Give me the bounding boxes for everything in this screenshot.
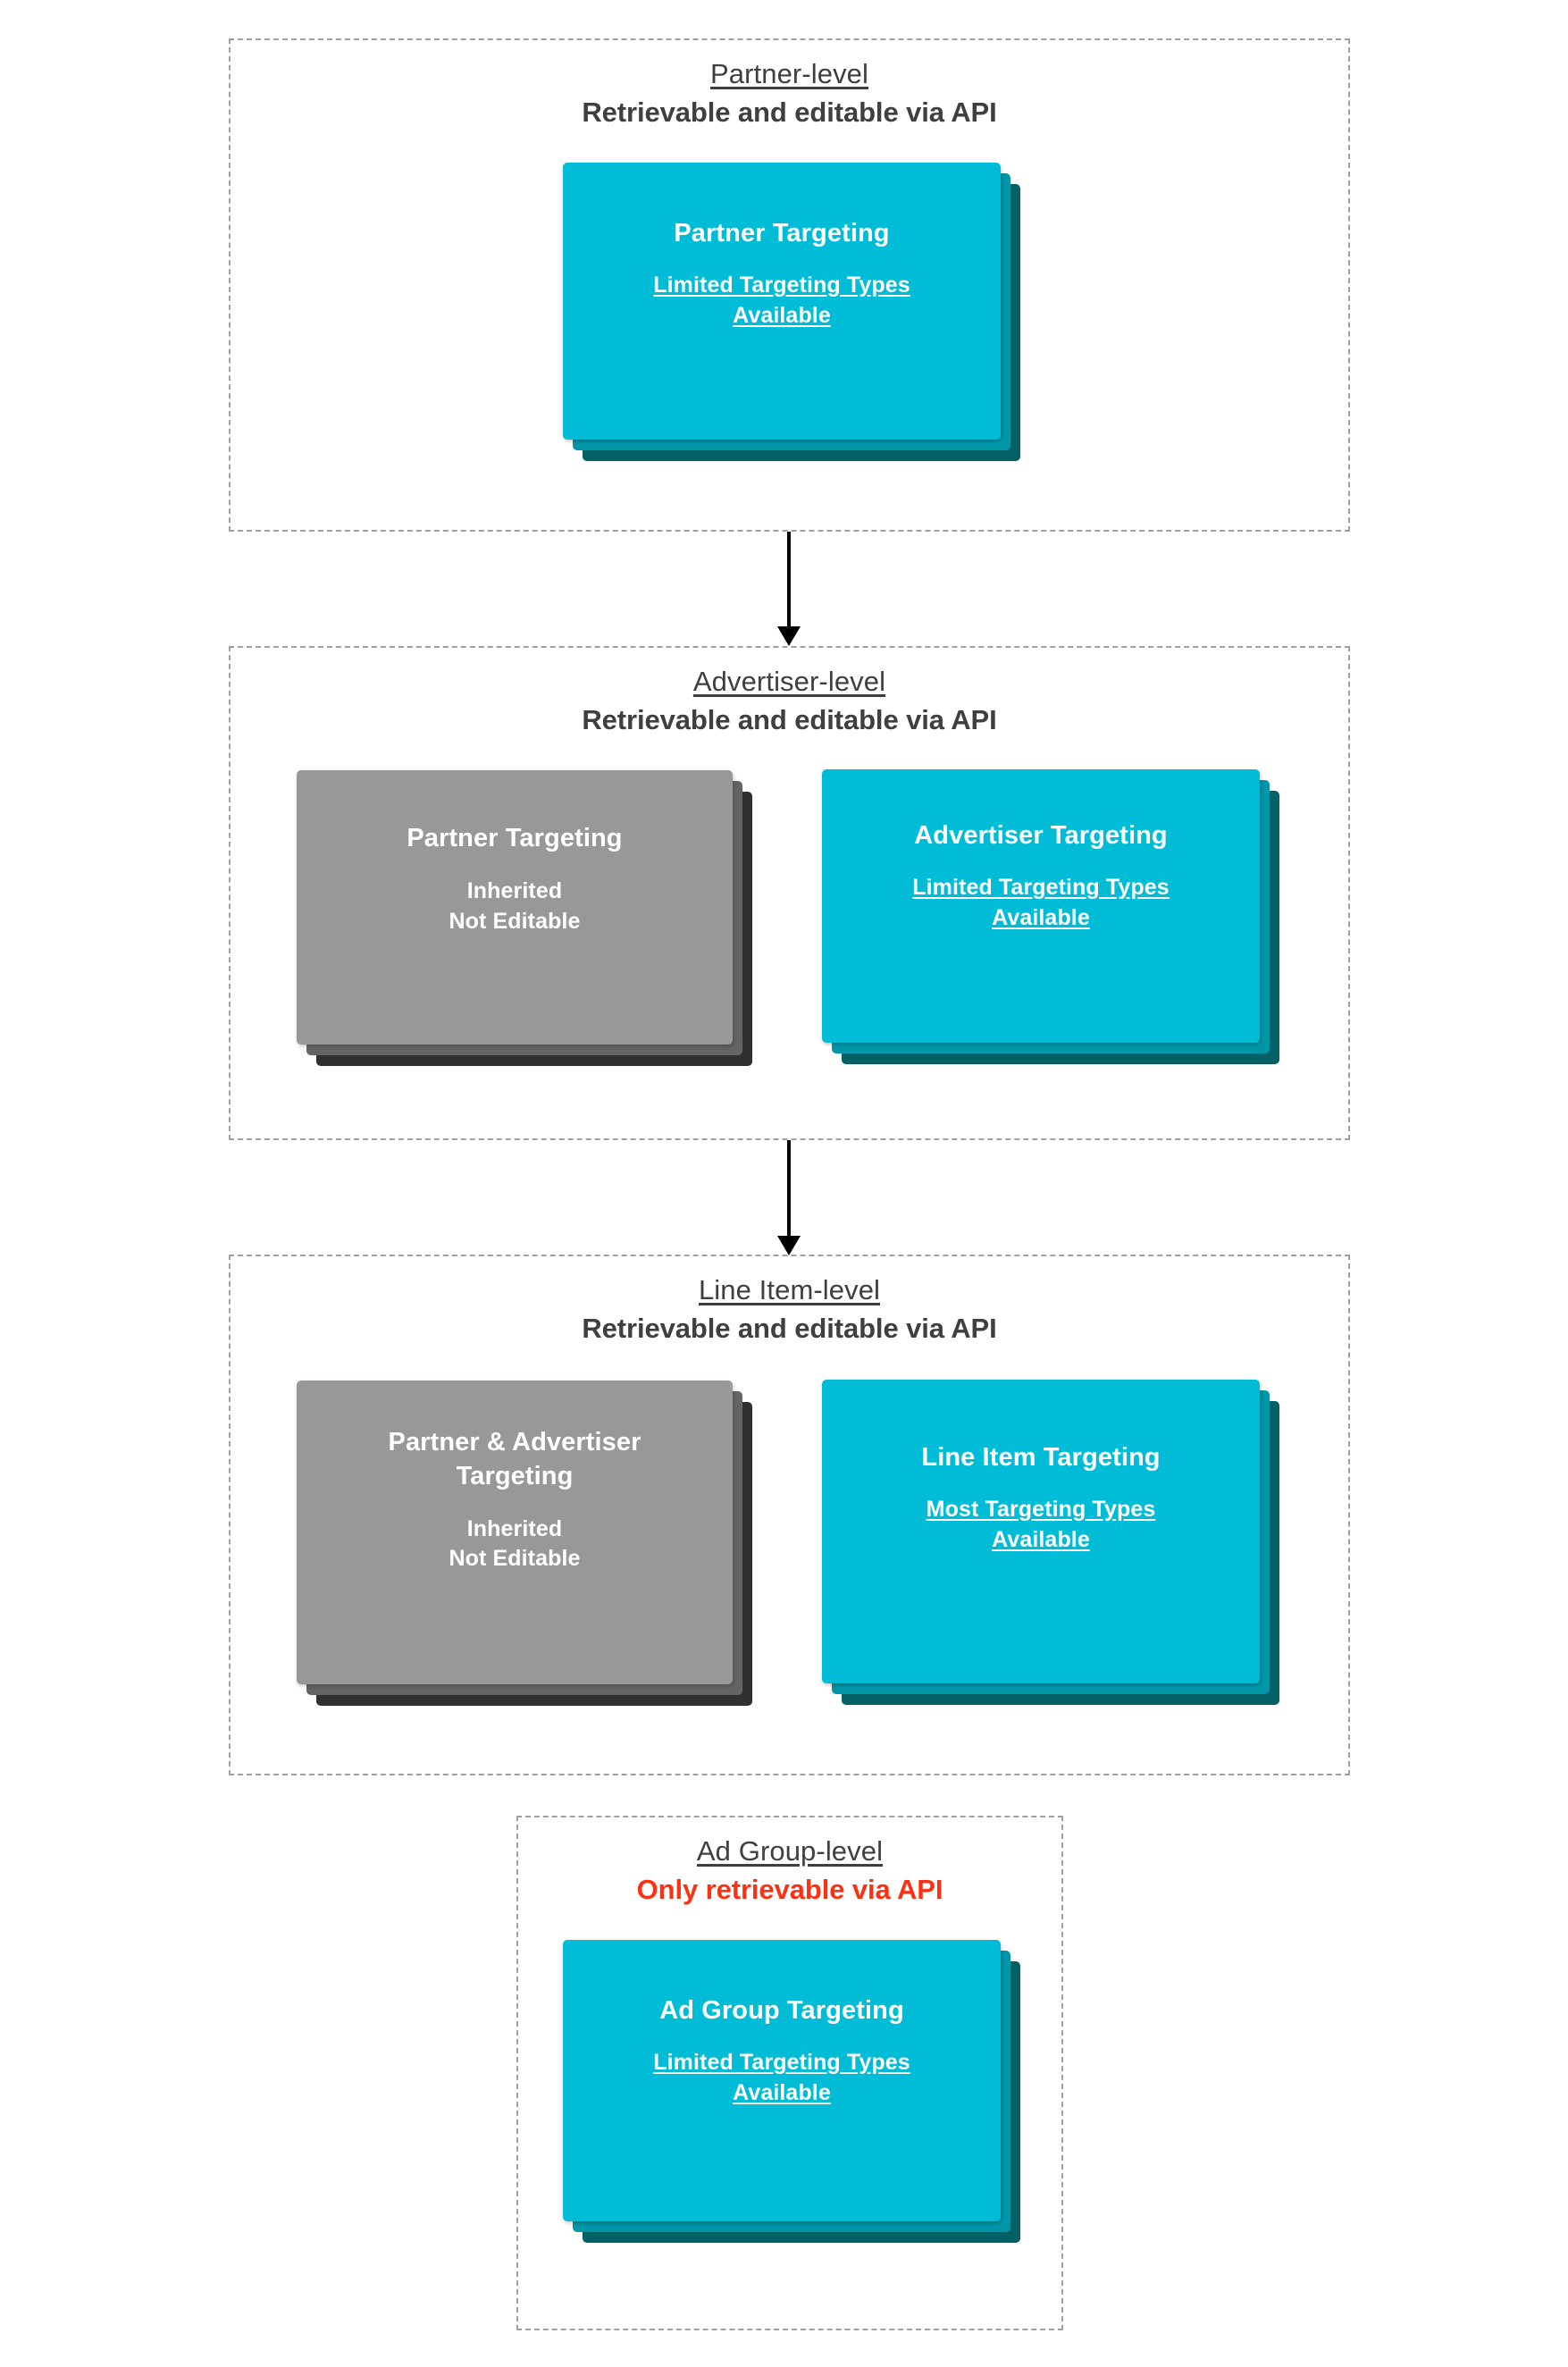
level-title-ad-group: Ad Group-level [696, 1835, 884, 1867]
level-box-advertiser: Advertiser-level Retrievable and editabl… [229, 646, 1350, 1140]
card-title: Partner & Advertiser Targeting [388, 1428, 641, 1491]
card-partner-targeting-inherited[interactable]: Partner Targeting Inherited Not Editable [297, 770, 752, 1066]
card-detail: Inherited Not Editable [449, 1515, 581, 1572]
level-title-advertiser: Advertiser-level [692, 666, 886, 697]
arrow-head-icon [777, 1236, 801, 1255]
card-title: Partner Targeting [407, 824, 623, 852]
card-detail: Inherited Not Editable [449, 878, 581, 935]
card-ad-group-targeting[interactable]: Ad Group Targeting Limited Targeting Typ… [563, 1940, 1020, 2243]
card-title: Line Item Targeting [921, 1443, 1161, 1472]
connector-advertiser-to-line-item [753, 1140, 825, 1255]
level-title-line-item: Line Item-level [698, 1274, 881, 1305]
card-face[interactable]: Partner Targeting Limited Targeting Type… [563, 163, 1001, 440]
card-detail: Limited Targeting Types Available [653, 2050, 910, 2106]
level-subtitle-partner: Retrievable and editable via API [582, 96, 997, 128]
card-face[interactable]: Line Item Targeting Most Targeting Types… [822, 1380, 1260, 1683]
arrow-shaft [787, 1140, 791, 1236]
level-box-line-item: Line Item-level Retrievable and editable… [229, 1255, 1350, 1775]
card-title: Ad Group Targeting [659, 1996, 904, 2025]
connector-partner-to-advertiser [753, 532, 825, 646]
level-subtitle-ad-group: Only retrievable via API [636, 1873, 943, 1905]
card-partner-targeting[interactable]: Partner Targeting Limited Targeting Type… [563, 163, 1020, 461]
card-detail: Limited Targeting Types Available [653, 273, 910, 329]
card-advertiser-targeting[interactable]: Advertiser Targeting Limited Targeting T… [822, 769, 1279, 1064]
card-title: Partner Targeting [674, 219, 890, 248]
level-box-partner: Partner-level Retrievable and editable v… [229, 38, 1350, 532]
card-detail: Most Targeting Types Available [926, 1497, 1156, 1553]
level-title-partner: Partner-level [709, 58, 869, 89]
level-subtitle-advertiser: Retrievable and editable via API [582, 703, 997, 735]
level-header-advertiser: Advertiser-level Retrievable and editabl… [231, 665, 1348, 738]
card-face[interactable]: Ad Group Targeting Limited Targeting Typ… [563, 1940, 1001, 2221]
card-face[interactable]: Advertiser Targeting Limited Targeting T… [822, 769, 1260, 1043]
level-header-line-item: Line Item-level Retrievable and editable… [231, 1273, 1348, 1347]
arrow-head-icon [777, 626, 801, 646]
card-title: Advertiser Targeting [914, 821, 1168, 850]
level-header-partner: Partner-level Retrievable and editable v… [231, 57, 1348, 130]
card-face[interactable]: Partner & Advertiser Targeting Inherited… [297, 1381, 733, 1684]
card-line-item-targeting[interactable]: Line Item Targeting Most Targeting Types… [822, 1380, 1279, 1705]
level-box-ad-group: Ad Group-level Only retrievable via API … [516, 1816, 1063, 2330]
card-detail: Limited Targeting Types Available [912, 875, 1170, 931]
level-header-ad-group: Ad Group-level Only retrievable via API [518, 1834, 1061, 1908]
level-subtitle-line-item: Retrievable and editable via API [582, 1312, 997, 1344]
card-face[interactable]: Partner Targeting Inherited Not Editable [297, 770, 733, 1045]
arrow-shaft [787, 532, 791, 626]
card-partner-advertiser-targeting-inherited[interactable]: Partner & Advertiser Targeting Inherited… [297, 1381, 752, 1706]
